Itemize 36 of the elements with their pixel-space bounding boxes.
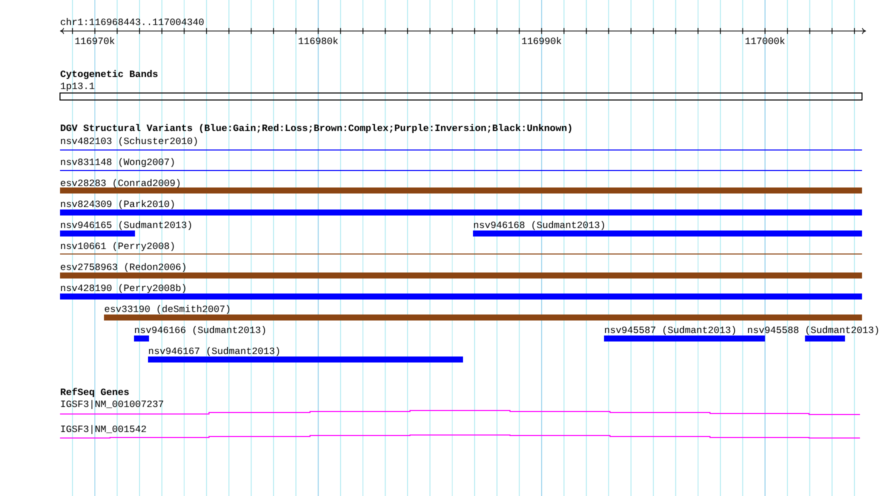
variant-bar: nsv428190 (Perry2008b) (60, 284, 862, 300)
variant-bar: nsv946165 (Sudmant2013) (60, 221, 192, 236)
node-label: nsv945587 (Sudmant2013) (605, 326, 736, 335)
tick-label: 116980k (298, 37, 338, 44)
node-label: esv28283 (Conrad2009) (60, 179, 180, 188)
node-label: nsv946165 (Sudmant2013) (61, 221, 192, 230)
variant-bar: nsv824309 (Park2010) (60, 200, 862, 216)
variant-bar: esv28283 (Conrad2009) (60, 179, 862, 194)
variant-line: nsv831148 (Wong2007) (60, 158, 862, 171)
node-label: nsv945588 (Sudmant2013) (748, 326, 878, 335)
tick-label: 117000k (746, 37, 785, 44)
node-label: nsv946168 (Sudmant2013) (474, 221, 604, 230)
variant-bar: nsv945588 (Sudmant2013) (748, 326, 878, 342)
track-heading: DGV Structural Variants (Blue:Gain;Red:Loss;Brown:Complex;Purple:Inversion;Black:Unknown) (60, 124, 572, 133)
node-label: nsv824309 (Park2010) (61, 200, 174, 209)
variant-bar: nsv946166 (Sudmant2013) (134, 326, 266, 342)
node-label: esv33190 (deSmith2007) (104, 305, 230, 314)
cytoband-bar: 1p13.1 (60, 82, 862, 100)
tick-label: 116970k (75, 37, 114, 44)
track-heading: Cytogenetic Bands (60, 70, 158, 80)
variant-bar: nsv946167 (Sudmant2013) (148, 347, 463, 362)
node-label: nsv946167 (Sudmant2013) (149, 347, 280, 356)
variant-bar: nsv946168 (Sudmant2013) (473, 221, 862, 236)
node-label: esv2758963 (Redon2006) (60, 263, 186, 272)
variant-line: nsv482103 (Schuster2010) (60, 137, 862, 150)
gene-track: IGSF3|NM_001007237 (60, 400, 860, 415)
node-label: nsv428190 (Perry2008b) (61, 284, 186, 293)
track-heading: RefSeq Genes (60, 388, 129, 397)
gene-track: IGSF3|NM_001542 (60, 425, 860, 438)
node-label: nsv946166 (Sudmant2013) (135, 326, 266, 335)
variant-bar: esv2758963 (Redon2006) (60, 263, 862, 278)
variant-line: nsv10661 (Perry2008) (60, 242, 862, 254)
node-label: 1p13.1 (60, 82, 94, 91)
variant-bar: esv33190 (deSmith2007) (104, 305, 862, 320)
position-label: chr1:116968443..117004340 (60, 18, 204, 26)
tick-label: 116990k (522, 37, 562, 44)
